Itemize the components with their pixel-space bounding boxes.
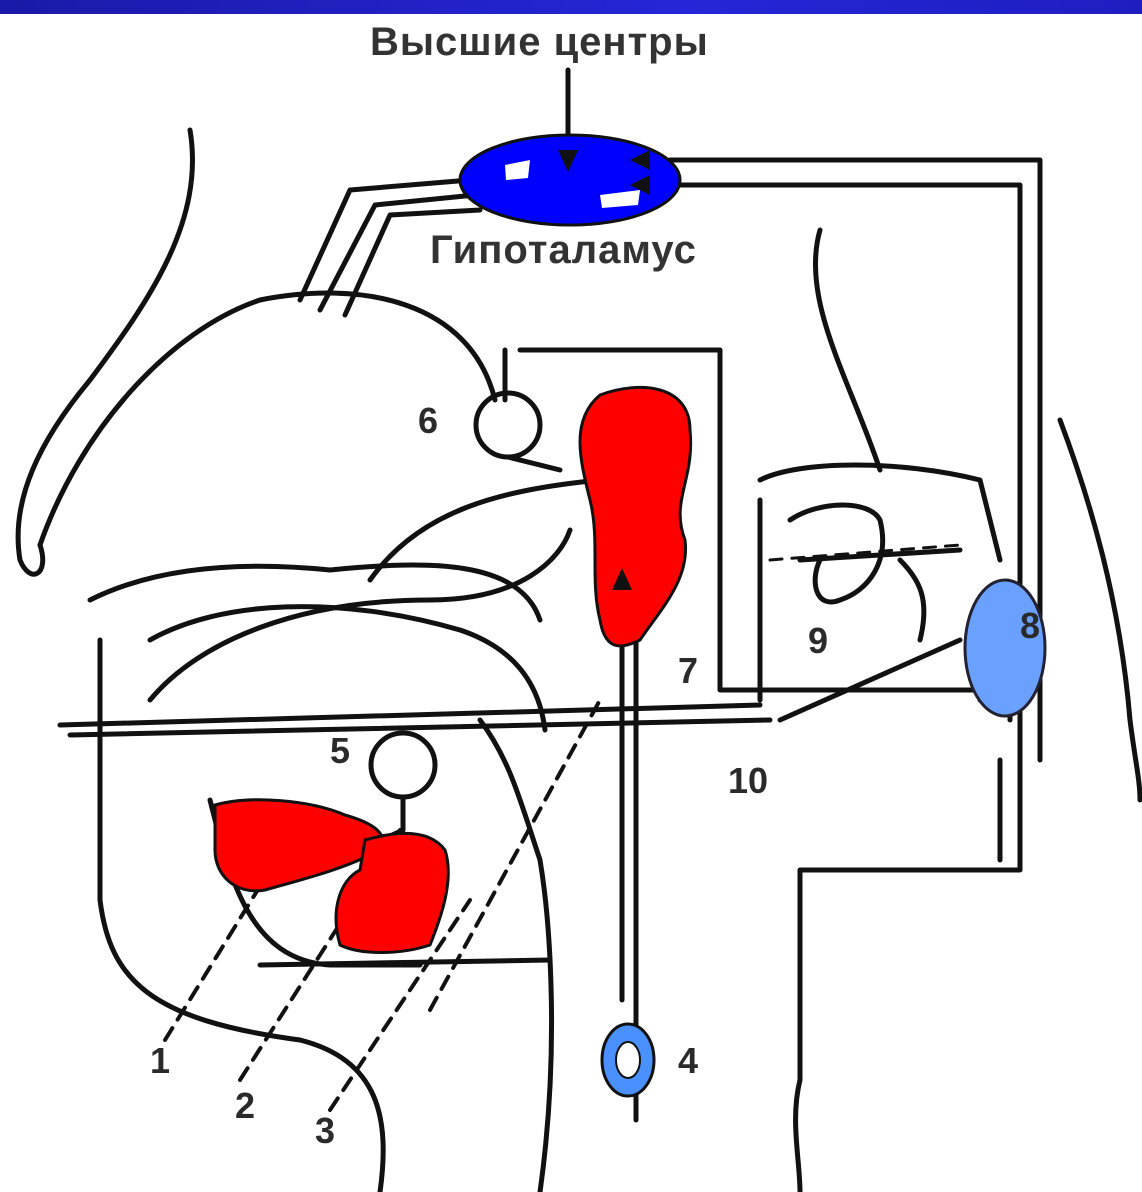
number-8: 8: [1020, 605, 1040, 647]
ganglion-6: [476, 393, 540, 457]
number-6: 6: [418, 400, 438, 442]
number-9: 9: [808, 620, 828, 662]
forehead-outline: [18, 130, 192, 574]
number-4: 4: [678, 1040, 698, 1082]
number-7: 7: [678, 650, 698, 692]
ganglion-8: [965, 580, 1045, 716]
number-2: 2: [235, 1085, 255, 1127]
number-10: 10: [728, 760, 768, 802]
higher-centers-label: Высшие центры: [370, 20, 709, 65]
parotid-gland: [580, 387, 691, 646]
hypothalamus-label: Гипоталамус: [430, 228, 697, 273]
ganglion-5: [371, 733, 435, 797]
number-5: 5: [330, 730, 350, 772]
number-1: 1: [150, 1040, 170, 1082]
number-3: 3: [315, 1110, 335, 1152]
